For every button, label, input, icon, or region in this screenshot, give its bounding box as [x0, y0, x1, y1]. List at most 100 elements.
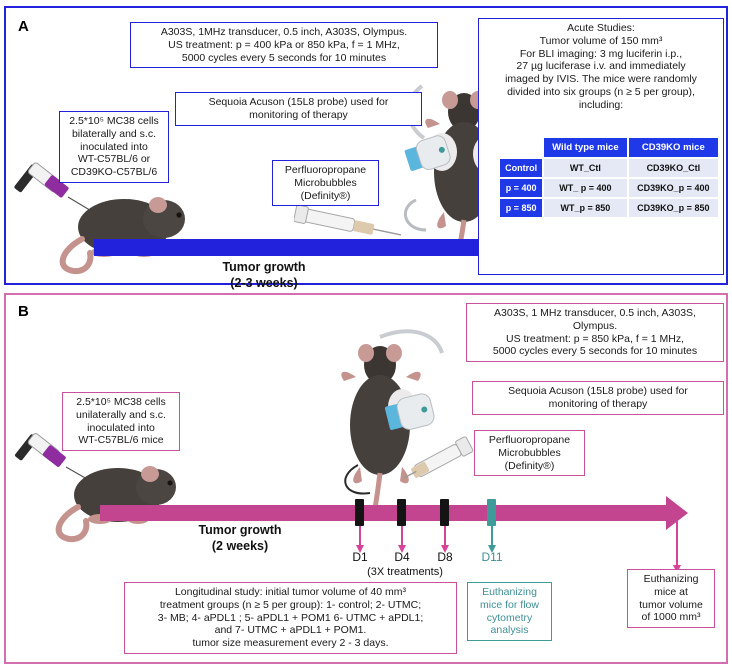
acute-line-2: Tumor volume of 150 mm³: [539, 34, 663, 47]
longitudinal-study-box: Longitudinal study: initial tumor volume…: [124, 582, 457, 654]
inoculation-b-line-1: 2.5*10⁵ MC38 cells: [76, 396, 166, 408]
sequoia-line-2: monitoring of therapy: [249, 108, 348, 121]
day-arrow-d4: [398, 526, 406, 553]
longitudinal-line-5: tumor size measurement every 2 - 3 days.: [192, 637, 389, 650]
table-row: Control WT_Ctl CD39KO_Ctl: [500, 159, 718, 177]
mouse-ultrasound-illustration-b: [341, 329, 444, 515]
transducer-b-line-2: Olympus.: [572, 319, 618, 332]
longitudinal-line-1: Longitudinal study: initial tumor volume…: [174, 586, 407, 598]
table-col-header-cd39ko: CD39KO mice: [628, 138, 718, 157]
longitudinal-line-3: 3- MB; 4- aPDL1 ; 5- aPDL1 + POM1 6- UTM…: [157, 611, 424, 624]
inoculation-b-line-4: WT-C57BL/6 mice: [78, 434, 164, 447]
timeline-tick-d8: [440, 499, 449, 526]
inoculation-line-5: CD39KO-C57BL/6: [70, 166, 158, 179]
day-label-d4: D4: [394, 550, 410, 564]
table-row-header-p400: p = 400: [500, 179, 543, 197]
acute-line-7: including:: [578, 98, 624, 111]
sequoia-line-1: Sequoia Acuson (15L8 probe) used for: [208, 96, 389, 108]
table-row: p = 850 WT_p = 850 CD39KO_p = 850: [500, 199, 718, 217]
microbubbles-b-line-3: (Definity®): [504, 459, 555, 472]
acute-line-4: 27 µg luciferase i.v. and immediately: [516, 60, 686, 73]
sequoia-b-line-1: Sequoia Acuson (15L8 probe) used for: [508, 385, 688, 397]
panel-b-label: B: [18, 303, 29, 320]
inoculation-line-3: inoculated into: [80, 140, 148, 153]
euthanize-line-4: of 1000 mm³: [641, 611, 701, 624]
day-arrow-d1: [356, 526, 364, 553]
transducer-b-line-3: US treatment: p = 850 kPa, f = 1 MHz,: [506, 332, 684, 345]
timeline-tick-d11: [487, 499, 496, 526]
timeline-label-a: Tumor growth (2-3 weeks): [174, 260, 354, 291]
microbubbles-line-1: Perfluoropropane: [284, 164, 367, 176]
timeline-label-a-line1: Tumor growth: [222, 260, 306, 274]
inoculation-info-box-b: 2.5*10⁵ MC38 cells unilaterally and s.c.…: [62, 392, 180, 452]
microbubbles-line-2: Microbubbles: [294, 176, 357, 189]
flow-line-4: analysis: [490, 624, 529, 637]
microbubble-syringe-illustration-b: [403, 436, 474, 478]
flow-line-1: Euthanizing: [482, 586, 537, 598]
microbubbles-info-box-b: Perfluoropropane Microbubbles (Definity®…: [474, 430, 585, 477]
longitudinal-line-4: and 7- UTMC + aPDL1 + POM1.: [214, 624, 367, 637]
microbubble-syringe-illustration-a: [294, 204, 402, 236]
table-cell-wt-ctl: WT_Ctl: [544, 159, 627, 177]
table-header-row: Wild type mice CD39KO mice: [500, 138, 718, 157]
inoculation-b-line-2: unilaterally and s.c.: [76, 408, 166, 421]
inoculation-b-line-3: inoculated into: [87, 421, 155, 434]
timeline-bar-b: [100, 505, 672, 521]
table-row-header-p850: p = 850: [500, 199, 543, 217]
day-label-d1: D1: [352, 550, 368, 564]
acute-line-5: imaged by IVIS. The mice were randomly: [505, 73, 697, 86]
sequoia-info-box-a: Sequoia Acuson (15L8 probe) used for mon…: [175, 92, 422, 126]
inoculation-line-2: bilaterally and s.c.: [71, 127, 157, 140]
inoculation-line-1: 2.5*10⁵ MC38 cells: [69, 115, 159, 127]
acute-line-6: divided into six groups (n ≥ 5 per group…: [507, 85, 695, 98]
transducer-line-2: US treatment: p = 400 kPa or 850 kPa, f …: [168, 38, 400, 51]
euthanize-line-2: mice at: [654, 585, 688, 598]
timeline-tick-d1: [355, 499, 364, 526]
euthanize-line-3: tumor volume: [639, 598, 703, 611]
flow-cytometry-box: Euthanizing mice for flow cytometry anal…: [467, 582, 552, 642]
transducer-b-line-1: A303S, 1 MHz transducer, 0.5 inch, A303S…: [494, 307, 696, 319]
panel-a: A: [4, 6, 728, 290]
timeline-tick-d4: [397, 499, 406, 526]
transducer-info-box-b: A303S, 1 MHz transducer, 0.5 inch, A303S…: [466, 303, 724, 363]
acute-line-1: Acute Studies:: [567, 22, 635, 34]
inoculation-line-4: WT-C57BL/6 or: [77, 153, 151, 166]
sequoia-b-line-2: monitoring of therapy: [548, 397, 648, 410]
longitudinal-line-2: treatment groups (n ≥ 5 per group): 1- c…: [159, 598, 422, 611]
euthanize-line-1: Euthanizing: [643, 573, 699, 585]
experiment-groups-table: Wild type mice CD39KO mice Control WT_Ct…: [498, 136, 720, 219]
table-cell-cd39ko-p850: CD39KO_p = 850: [628, 199, 718, 217]
day-label-d11: D11: [481, 550, 503, 564]
day-arrow-d8: [441, 526, 449, 553]
flow-line-3: cytometry: [486, 611, 533, 624]
table-cell-wt-p850: WT_p = 850: [544, 199, 627, 217]
table-cell-cd39ko-p400: CD39KO_p = 400: [628, 179, 718, 197]
panel-a-label: A: [18, 18, 29, 35]
treatments-note: (3X treatments): [367, 566, 443, 578]
timeline-label-a-line2: (2-3 weeks): [230, 275, 298, 290]
table-cell-cd39ko-ctl: CD39KO_Ctl: [628, 159, 718, 177]
transducer-info-box-a: A303S, 1MHz transducer, 0.5 inch, A303S,…: [130, 22, 438, 69]
microbubbles-line-3: (Definity®): [300, 189, 351, 202]
timeline-label-b-line2: (2 weeks): [211, 538, 269, 553]
timeline-label-b-line1: Tumor growth: [198, 523, 282, 537]
transducer-b-line-4: 5000 cycles every 5 seconds for 10 minut…: [492, 345, 698, 358]
table-corner-cell: [500, 138, 542, 157]
transducer-line-3: 5000 cycles every 5 seconds for 10 minut…: [181, 51, 387, 64]
timeline-bar-a: [94, 239, 532, 256]
day-label-d8: D8: [437, 550, 453, 564]
sequoia-info-box-b: Sequoia Acuson (15L8 probe) used for mon…: [472, 381, 724, 415]
day-arrow-d11: [488, 526, 496, 553]
table-col-header-wildtype: Wild type mice: [544, 138, 627, 157]
inoculation-info-box-a: 2.5*10⁵ MC38 cells bilaterally and s.c. …: [59, 111, 169, 183]
microbubbles-b-line-2: Microbubbles: [498, 446, 561, 459]
flow-line-2: mice for flow: [480, 598, 539, 611]
transducer-line-1: A303S, 1MHz transducer, 0.5 inch, A303S,…: [160, 26, 408, 38]
table-row-header-control: Control: [500, 159, 543, 177]
acute-line-3: For BLI imaging: 3 mg luciferin i.p.,: [519, 47, 683, 60]
table-cell-wt-p400: WT_ p = 400: [544, 179, 627, 197]
euthanize-volume-box: Euthanizing mice at tumor volume of 1000…: [627, 569, 715, 629]
mouse-injection-illustration-b: [15, 433, 176, 543]
microbubbles-b-line-1: Perfluoropropane: [488, 434, 571, 446]
timeline-label-b: Tumor growth (2 weeks): [150, 523, 330, 554]
